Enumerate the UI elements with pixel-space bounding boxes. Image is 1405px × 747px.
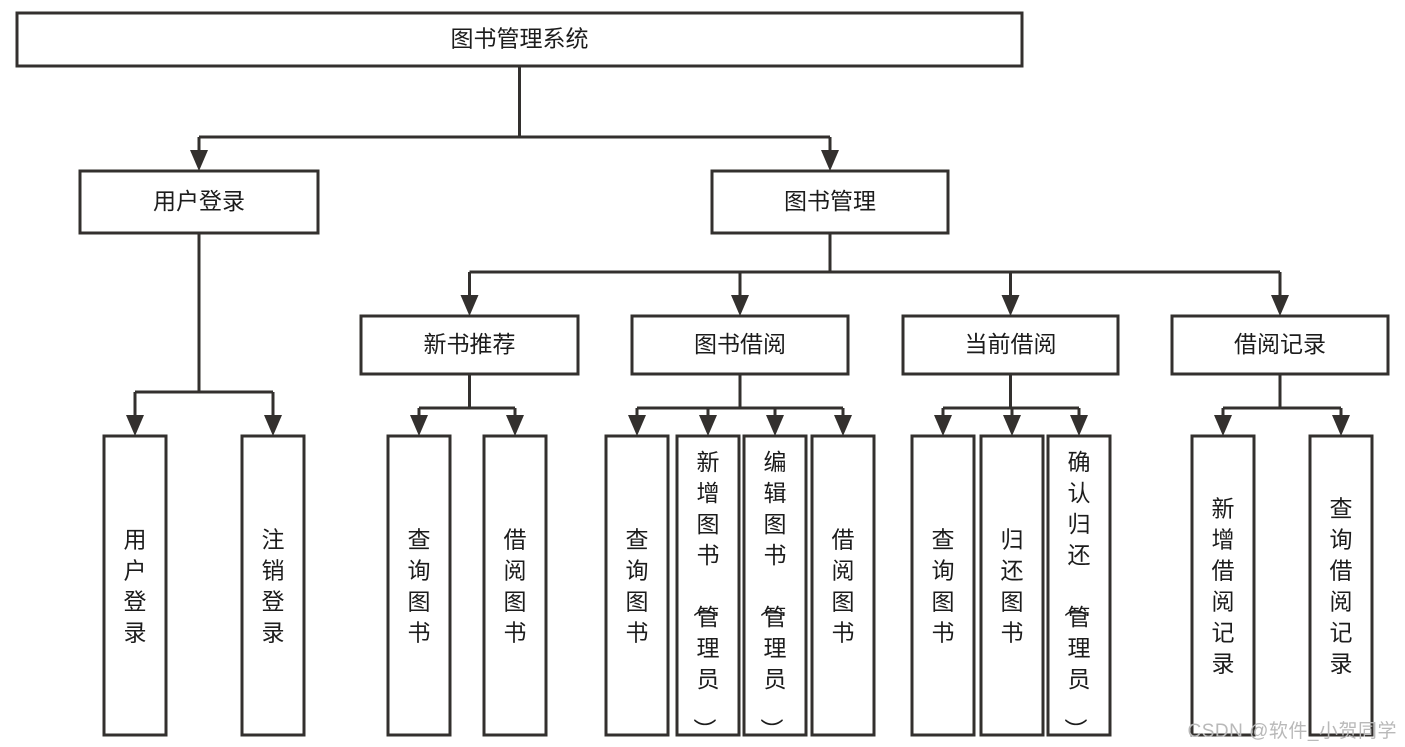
node-leaf-logout[interactable]: 注销登录 (240, 434, 306, 737)
node-leaf-borrow-book-1[interactable]: 借阅图书 (482, 434, 548, 737)
node-book-manage[interactable]: 图书管理 (710, 169, 950, 235)
node-book-borrow[interactable]: 图书借阅 (630, 314, 850, 376)
node-label-leaf-borrow-book-2: 借阅图书 (832, 527, 855, 646)
node-leaf-query-book-1[interactable]: 查询图书 (386, 434, 452, 737)
csdn-watermark: CSDN @软件_小贺同学 (1187, 721, 1397, 742)
node-label-leaf-query-book-1: 查询图书 (408, 527, 431, 646)
node-leaf-add-record[interactable]: 新增借阅记录 (1190, 434, 1256, 737)
node-label-book-manage: 图书管理 (784, 188, 876, 214)
connector-user-login (126, 233, 282, 436)
node-label-leaf-logout: 注销登录 (262, 527, 285, 646)
node-box-leaf-return-book[interactable] (979, 434, 1045, 737)
node-label-current-borrow: 当前借阅 (965, 331, 1057, 357)
node-label-leaf-query-book-3: 查询图书 (932, 527, 955, 646)
node-box-book-manage[interactable] (710, 169, 950, 235)
node-box-borrow-record[interactable] (1170, 314, 1390, 376)
node-box-current-borrow[interactable] (901, 314, 1120, 376)
node-leaf-query-book-2[interactable]: 查询图书 (604, 434, 670, 737)
node-leaf-edit-book[interactable]: 编辑图书（管理员） (742, 434, 808, 741)
node-leaf-query-book-3[interactable]: 查询图书 (910, 434, 976, 737)
connector-borrow-record (1214, 374, 1350, 436)
node-box-leaf-query-book-1[interactable] (386, 434, 452, 737)
node-label-leaf-edit-book: 编辑图书（管理员） (759, 449, 787, 741)
node-box-leaf-confirm-return[interactable] (1046, 434, 1112, 737)
node-box-new-book-rec[interactable] (359, 314, 580, 376)
node-label-leaf-borrow-book-1: 借阅图书 (504, 527, 527, 646)
connector-current-borrow (934, 374, 1088, 436)
node-label-new-book-rec: 新书推荐 (424, 331, 516, 357)
node-leaf-return-book[interactable]: 归还图书 (979, 434, 1045, 737)
node-label-leaf-query-record: 查询借阅记录 (1330, 496, 1353, 677)
node-box-user-login[interactable] (78, 169, 320, 235)
node-user-login[interactable]: 用户登录 (78, 169, 320, 235)
node-label-leaf-confirm-return: 确认归还（管理员） (1063, 449, 1091, 741)
connector-book-borrow (628, 374, 852, 436)
node-label-leaf-user-login: 用户登录 (124, 527, 147, 646)
node-box-leaf-add-book[interactable] (675, 434, 741, 737)
node-label-leaf-return-book: 归还图书 (1001, 527, 1024, 646)
node-box-leaf-query-book-2[interactable] (604, 434, 670, 737)
node-box-leaf-borrow-book-1[interactable] (482, 434, 548, 737)
node-leaf-user-login[interactable]: 用户登录 (102, 434, 168, 737)
node-leaf-add-book[interactable]: 新增图书（管理员） (675, 434, 741, 741)
node-leaf-query-record[interactable]: 查询借阅记录 (1308, 434, 1374, 737)
node-label-leaf-add-book: 新增图书（管理员） (692, 449, 720, 741)
node-box-leaf-user-login[interactable] (102, 434, 168, 737)
node-new-book-rec[interactable]: 新书推荐 (359, 314, 580, 376)
node-box-leaf-edit-book[interactable] (742, 434, 808, 737)
connector-book-manage (460, 233, 1289, 316)
node-leaf-confirm-return[interactable]: 确认归还（管理员） (1046, 434, 1112, 741)
node-label-borrow-record: 借阅记录 (1234, 331, 1326, 357)
node-box-leaf-add-record[interactable] (1190, 434, 1256, 737)
node-box-leaf-logout[interactable] (240, 434, 306, 737)
node-leaf-borrow-book-2[interactable]: 借阅图书 (810, 434, 876, 737)
node-borrow-record[interactable]: 借阅记录 (1170, 314, 1390, 376)
node-label-book-borrow: 图书借阅 (694, 331, 786, 357)
connector-new-book-rec (410, 374, 524, 436)
connector-layer (126, 66, 1350, 436)
node-label-root: 图书管理系统 (451, 26, 589, 52)
connector-root (190, 66, 839, 171)
node-box-leaf-query-book-3[interactable] (910, 434, 976, 737)
node-label-user-login: 用户登录 (153, 188, 245, 214)
node-label-leaf-query-book-2: 查询图书 (626, 527, 649, 646)
node-box-leaf-query-record[interactable] (1308, 434, 1374, 737)
node-label-leaf-add-record: 新增借阅记录 (1212, 496, 1235, 677)
node-box-root[interactable] (15, 11, 1024, 68)
node-layer: 图书管理系统用户登录图书管理新书推荐图书借阅当前借阅借阅记录用户登录注销登录查询… (15, 11, 1390, 741)
node-box-leaf-borrow-book-2[interactable] (810, 434, 876, 737)
node-box-book-borrow[interactable] (630, 314, 850, 376)
node-current-borrow[interactable]: 当前借阅 (901, 314, 1120, 376)
node-root[interactable]: 图书管理系统 (15, 11, 1024, 68)
